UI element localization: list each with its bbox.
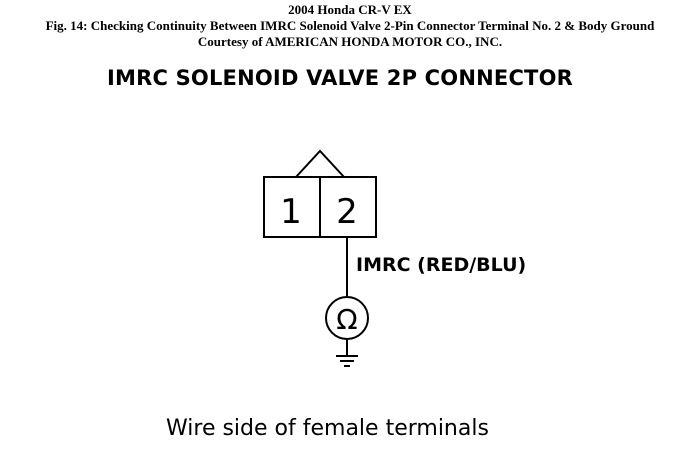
figure-header: 2004 Honda CR-V EX Fig. 14: Checking Con… bbox=[0, 2, 700, 50]
terminal-1-label: 1 bbox=[280, 192, 302, 232]
courtesy-line: Courtesy of AMERICAN HONDA MOTOR CO., IN… bbox=[197, 34, 503, 49]
connector-title: IMRC SOLENOID VALVE 2P CONNECTOR bbox=[107, 66, 574, 90]
connector-lock-tab bbox=[295, 149, 345, 178]
ground-icon bbox=[336, 355, 358, 367]
vehicle-title: 2004 Honda CR-V EX bbox=[288, 2, 412, 17]
wire-side-caption: Wire side of female terminals bbox=[166, 416, 489, 441]
terminal-2-label: 2 bbox=[336, 192, 358, 232]
figure-caption: Fig. 14: Checking Continuity Between IMR… bbox=[45, 18, 655, 33]
ohm-icon: Ω bbox=[336, 303, 357, 336]
wire-color-label: IMRC (RED/BLU) bbox=[356, 254, 527, 276]
